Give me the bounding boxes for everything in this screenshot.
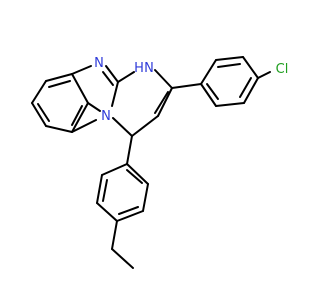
double-bond-inner xyxy=(102,179,108,202)
double-bond xyxy=(154,91,169,114)
molecule-diagram: N H N N Cl xyxy=(31,56,288,269)
chlorophenyl-ring xyxy=(171,56,271,107)
bond xyxy=(31,102,47,127)
double-bond-inner xyxy=(217,63,241,68)
double-bond-inner xyxy=(206,83,219,100)
bond xyxy=(142,183,149,212)
bond xyxy=(117,71,135,83)
bridgehead-nitrogen-label: N xyxy=(101,109,111,124)
double-bond-inner xyxy=(37,103,50,122)
bond-layer xyxy=(31,56,271,269)
bond xyxy=(71,102,89,133)
bond xyxy=(126,135,133,165)
benzo-ring xyxy=(31,73,89,133)
bond xyxy=(71,119,97,133)
ethylphenyl-ring xyxy=(96,135,149,222)
atom-label-layer: N H N N Cl xyxy=(94,56,288,124)
bond xyxy=(154,69,173,89)
structure-canvas: N H N N Cl xyxy=(31,56,289,269)
bond xyxy=(131,115,159,137)
bond xyxy=(116,210,144,222)
bond xyxy=(87,102,101,112)
bond xyxy=(96,202,118,222)
double-bond-inner xyxy=(71,105,83,126)
ethyl-group xyxy=(111,220,134,269)
double-bond-inner xyxy=(239,77,252,98)
bond-c-n xyxy=(105,65,119,83)
bond xyxy=(171,83,202,89)
bond xyxy=(242,56,259,79)
nh-hydrogen-label: H xyxy=(134,61,144,76)
bond xyxy=(45,73,73,82)
bond xyxy=(157,87,173,117)
bond xyxy=(111,81,119,107)
bond xyxy=(112,117,133,137)
bond xyxy=(111,220,118,250)
double-bond-inner xyxy=(126,169,143,184)
bond xyxy=(126,163,149,185)
bond xyxy=(200,83,217,107)
imine-nitrogen-label: N xyxy=(94,56,104,71)
bond-c-cl xyxy=(257,71,271,79)
double-bond-inner xyxy=(48,80,71,88)
nh-nitrogen-label: N xyxy=(144,61,154,76)
pyrimidine-ring xyxy=(71,69,173,137)
bond xyxy=(200,59,217,85)
bond xyxy=(71,73,89,104)
double-bond-inner xyxy=(118,206,139,215)
chlorine-label: Cl xyxy=(276,62,289,77)
double-bond-c-n xyxy=(102,71,114,86)
bond xyxy=(45,125,73,133)
bond xyxy=(101,163,128,176)
bond xyxy=(31,80,47,104)
bond xyxy=(96,174,103,204)
bond xyxy=(71,65,92,75)
bond xyxy=(243,77,259,104)
bond xyxy=(111,248,134,269)
bond xyxy=(215,102,245,107)
imidazole-ring xyxy=(71,65,119,112)
bond xyxy=(215,56,244,61)
